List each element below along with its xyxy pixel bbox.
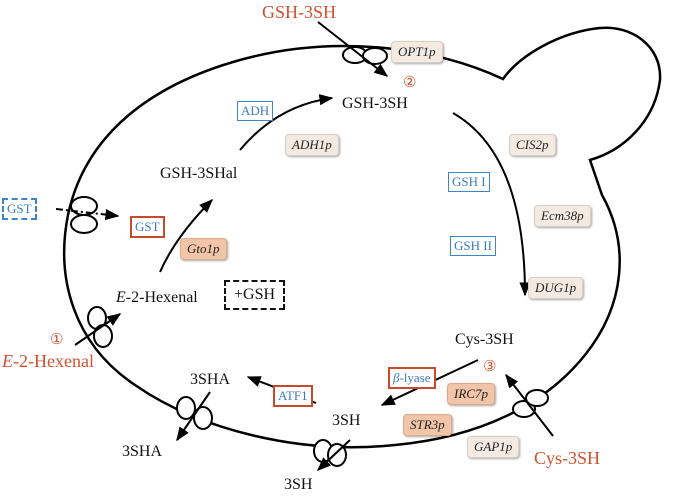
beta-prefix: β: [393, 370, 400, 385]
transporter-3sha: [176, 396, 213, 430]
external-3sha: 3SHA: [122, 443, 163, 460]
arrow-gst-import: [55, 208, 120, 221]
transporter-hexenal: [87, 306, 113, 348]
external-cys-3sh: Cys-3SH: [534, 448, 601, 468]
external-gsh-3sh: GSH-3SH: [262, 2, 337, 22]
gene-adh1p: ADH1p: [285, 134, 339, 157]
external-3sh: 3SH: [284, 476, 313, 493]
enzyme-gst-outside: GST: [2, 198, 37, 221]
arrow-3sha-export: [176, 391, 211, 442]
e2-hexenal-suffix: -2-Hexenal: [125, 289, 198, 306]
plus-gsh-box: +GSH: [224, 280, 286, 310]
transporter-opt1: [342, 46, 388, 65]
arrow-gsh3sh-import: [317, 21, 389, 77]
enzyme-gsh-2: GSH II: [450, 236, 496, 257]
gene-opt1p: OPT1p: [391, 41, 443, 64]
pathway-marker-2: ②: [403, 75, 417, 91]
metabolite-e2-hexenal: E-2-Hexenal: [116, 290, 198, 306]
transporter-gap1: [512, 389, 549, 418]
gene-cis2p: CIS2p: [509, 134, 556, 157]
enzyme-adh: ADH: [237, 101, 274, 122]
external-e2-hexenal: E-2-Hexenal: [2, 352, 94, 370]
gene-ecm38p: Ecm38p: [534, 205, 591, 228]
arrow-hexenal-import: [74, 313, 122, 346]
arrow-gsh3sh-to-cys3sh: [452, 112, 531, 297]
cell-membrane: [62, 26, 662, 449]
pathway-marker-3: ③: [483, 359, 497, 375]
gene-gap1p: GAP1p: [467, 436, 520, 459]
metabolite-cys-3sh: Cys-3SH: [455, 331, 514, 348]
arrow-gsh3shal-to-gsh3sh: [239, 94, 334, 151]
gene-str3p: STR3p: [403, 414, 452, 437]
e2-hexenal-prefix: E: [2, 351, 13, 371]
e2-hexenal-suffix: -2-Hexenal: [13, 351, 94, 371]
metabolite-3sha: 3SHA: [190, 371, 231, 388]
transporter-gst: [70, 196, 98, 234]
enzyme-gst-inside: GST: [130, 216, 165, 239]
e2-hexenal-prefix: E: [116, 289, 126, 306]
beta-suffix: -lyase: [399, 370, 431, 385]
arrow-cys3sh-import: [505, 373, 554, 437]
gene-dug1p: DUG1p: [528, 277, 584, 300]
gene-gto1p: Gto1p: [180, 238, 227, 261]
pathway-marker-1: ①: [50, 332, 64, 348]
arrow-3sh-export: [316, 439, 351, 471]
enzyme-beta-lyase: β-lyase: [388, 367, 436, 390]
metabolite-3sh: 3SH: [332, 412, 361, 429]
metabolite-gsh-3shal: GSH-3SHal: [160, 165, 238, 182]
arrow-hexenal-to-gsh3shal: [159, 199, 213, 273]
gene-irc7p: IRC7p: [447, 383, 495, 406]
transporter-3sh: [313, 439, 347, 467]
metabolite-gsh-3sh: GSH-3SH: [342, 95, 408, 112]
enzyme-atf1: ATF1: [273, 385, 313, 408]
enzyme-gsh-1: GSH I: [448, 172, 490, 193]
